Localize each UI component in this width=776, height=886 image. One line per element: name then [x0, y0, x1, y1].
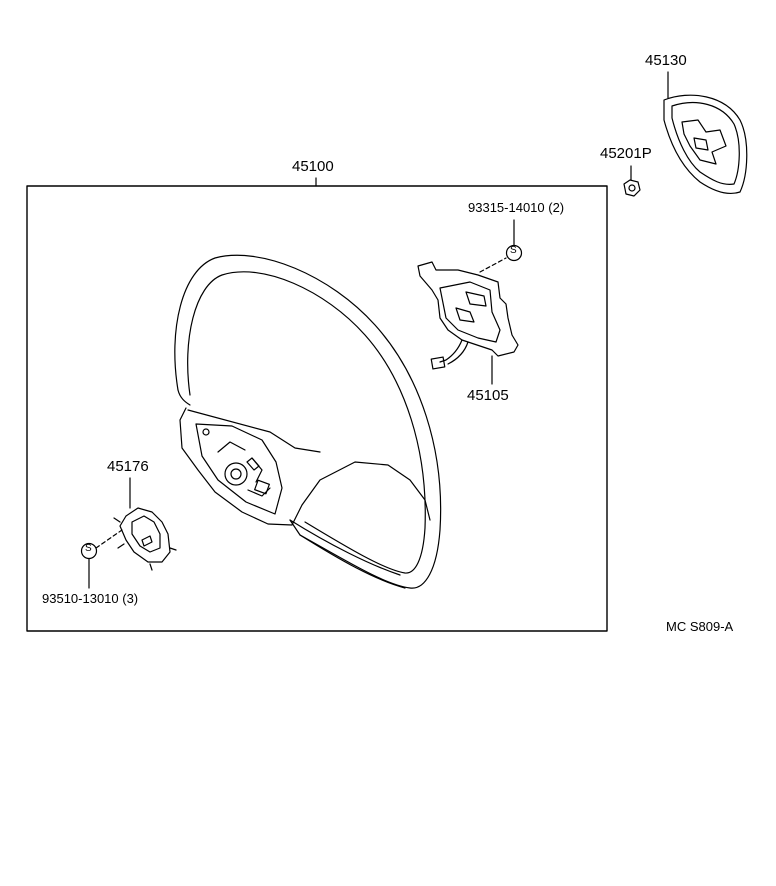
part-label-45130: 45130 — [645, 52, 687, 69]
part-label-45201P: 45201P — [600, 145, 652, 162]
screw-s-glyph-plate: S — [85, 543, 92, 554]
part-label-93510-13010: 93510-13010 (3) — [42, 591, 139, 606]
pad-cover-45130 — [663, 71, 748, 195]
part-label-45176: 45176 — [107, 458, 149, 475]
part-label-45105: 45105 — [467, 387, 509, 404]
screw-s-glyph-bracket: S — [510, 245, 517, 256]
nut-45201P — [623, 165, 641, 197]
plate-45176 — [95, 477, 177, 571]
diagram-code: MC S809-A — [666, 619, 734, 634]
assembly-frame — [26, 185, 608, 632]
part-label-45100: 45100 — [292, 158, 334, 175]
part-label-93315-14010: 93315-14010 (2) — [468, 200, 565, 215]
bracket-45105 — [417, 257, 519, 385]
steering-wheel-45100 — [174, 254, 442, 589]
screw-symbol-plate — [80, 542, 98, 589]
screw-symbol-bracket — [505, 219, 523, 262]
